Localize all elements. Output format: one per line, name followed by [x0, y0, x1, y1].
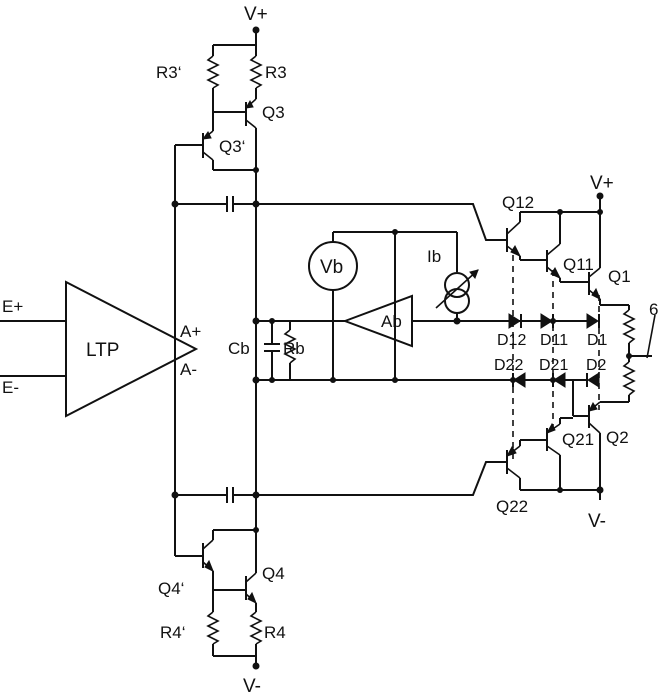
label-d12: D12	[497, 332, 526, 349]
label-cb: Cb	[228, 339, 250, 358]
label-r3p: R3‘	[156, 63, 182, 82]
label-r4p: R4‘	[160, 623, 186, 642]
label-d1: D1	[587, 332, 608, 349]
label-q1: Q1	[608, 267, 631, 286]
label-q2: Q2	[606, 428, 629, 447]
lower-coupling-cap	[175, 487, 256, 503]
current-source-ib	[435, 232, 479, 321]
label-d21: D21	[539, 357, 568, 374]
lower-current-mirror	[175, 527, 263, 670]
label-vminus-bottom: V-	[243, 676, 261, 697]
label-e-plus: E+	[2, 297, 23, 316]
label-vminus-right: V-	[588, 511, 606, 532]
label-d22: D22	[494, 357, 523, 374]
label-a-plus: A+	[180, 322, 201, 341]
label-ib: Ib	[427, 247, 441, 266]
label-q3: Q3	[262, 103, 285, 122]
label-d11: D11	[540, 332, 568, 349]
diode-d1	[553, 313, 600, 329]
label-q21: Q21	[562, 430, 594, 449]
label-vb: Vb	[320, 257, 343, 278]
output-upper	[506, 192, 630, 310]
label-q4p: Q4‘	[158, 579, 184, 598]
resistor-r3p	[206, 55, 220, 89]
buffer-ab	[342, 294, 413, 348]
label-vplus-top: V+	[244, 4, 268, 25]
transistor-q3	[245, 98, 257, 200]
ltp-amplifier	[0, 145, 199, 556]
label-q11: Q11	[563, 255, 594, 274]
diode-d12	[508, 313, 522, 329]
label-ab: Ab	[381, 312, 402, 331]
label-d2: D2	[586, 357, 607, 374]
upper-coupling-cap	[175, 196, 256, 212]
label-q4: Q4	[262, 564, 285, 583]
label-vplus-right: V+	[590, 173, 614, 194]
bias-cap-cb	[256, 320, 280, 381]
label-q12: Q12	[502, 193, 534, 212]
label-output-6: 6	[649, 300, 658, 319]
diode-d21	[552, 372, 566, 388]
label-ltp: LTP	[86, 340, 119, 361]
label-q22: Q22	[496, 497, 528, 516]
output-lower	[505, 380, 604, 500]
diode-d22	[512, 372, 526, 388]
diode-d2	[565, 372, 600, 388]
label-rb: Rb	[283, 339, 305, 358]
resistor-r3	[249, 55, 263, 89]
label-r4: R4	[264, 623, 286, 642]
label-r3: R3	[265, 63, 287, 82]
label-a-minus: A-	[180, 360, 197, 379]
label-e-minus: E-	[2, 378, 19, 397]
transistor-q3p	[201, 112, 214, 170]
upper-current-mirror	[175, 26, 263, 200]
label-q3p: Q3‘	[219, 137, 245, 156]
output-resistors	[600, 309, 652, 403]
